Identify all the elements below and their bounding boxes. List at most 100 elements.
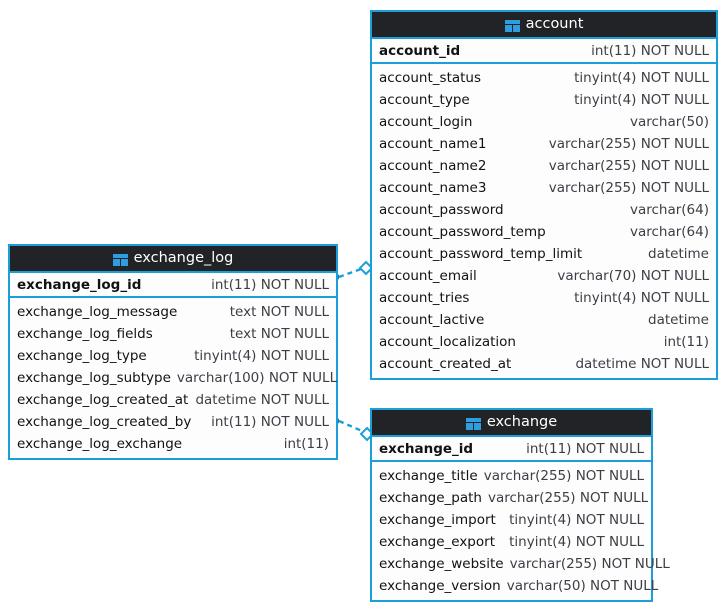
relationship-line [338,267,362,279]
column-name: account_localization [379,334,516,350]
column-name: account_password_temp_limit [379,246,583,262]
column-name: account_name1 [379,136,487,152]
column-name: exchange_log_exchange [17,436,183,452]
column-type: int(11) NOT NULL [526,440,644,457]
entity-header-account: account [372,12,716,39]
field-row[interactable]: account_localization int(11) [372,331,716,353]
table-icon [465,417,481,430]
field-row[interactable]: account_password varchar(64) [372,199,716,221]
field-row[interactable]: account_password_temp varchar(64) [372,221,716,243]
column-type: varchar(64) [629,224,709,240]
entity-table-account[interactable]: account account_id int(11) NOT NULL acco… [370,10,718,380]
field-row[interactable]: exchange_website varchar(255) NOT NULL [372,553,670,575]
entity-header-exchange: exchange [372,410,651,437]
table-icon [504,19,520,32]
column-type: int(11) [663,334,709,350]
column-type: datetime [648,246,709,262]
column-type: text NOT NULL [229,304,329,320]
column-type: varchar(50) NOT NULL [506,578,659,594]
table-icon [112,253,128,266]
column-name: account_tries [379,290,470,306]
column-type: varchar(255) NOT NULL [483,468,644,484]
field-row[interactable]: exchange_log_exchange int(11) [10,433,336,455]
entity-table-exchange-log[interactable]: exchange_log exchange_log_id int(11) NOT… [8,244,338,460]
column-name: exchange_log_type [17,348,147,364]
column-type: int(11) NOT NULL [211,414,329,430]
field-row[interactable]: exchange_log_type tinyint(4) NOT NULL [10,345,336,367]
column-type: datetime [648,312,709,328]
column-type: tinyint(4) NOT NULL [509,534,644,550]
column-name: exchange_title [379,468,478,484]
column-name: exchange_id [379,440,474,457]
column-type: tinyint(4) NOT NULL [194,348,329,364]
column-name: exchange_website [379,556,504,572]
field-row[interactable]: exchange_log_created_at datetime NOT NULL [10,389,336,411]
column-name: account_created_at [379,356,512,372]
primary-key-row[interactable]: exchange_id int(11) NOT NULL [372,437,651,462]
entity-name: account [525,16,584,33]
field-row[interactable]: account_login varchar(50) [372,111,716,133]
field-row[interactable]: account_name3 varchar(255) NOT NULL [372,177,716,199]
primary-key-row[interactable]: exchange_log_id int(11) NOT NULL [10,273,336,298]
field-row[interactable]: exchange_path varchar(255) NOT NULL [372,487,651,509]
column-type: varchar(255) NOT NULL [548,136,709,152]
column-name: account_id [379,42,461,59]
field-row[interactable]: account_name1 varchar(255) NOT NULL [372,133,716,155]
relationship-line [338,419,363,433]
column-type: tinyint(4) NOT NULL [509,512,644,528]
column-name: exchange_log_created_by [17,414,192,430]
column-name: account_name2 [379,158,487,174]
column-type: varchar(50) [629,114,709,130]
column-name: account_type [379,92,470,108]
primary-key-row[interactable]: account_id int(11) NOT NULL [372,39,716,64]
column-type: varchar(64) [629,202,709,218]
field-row[interactable]: exchange_log_subtype varchar(100) NOT NUL… [10,367,338,389]
field-list: exchange_log_message text NOT NULL exchan… [10,298,338,458]
column-name: account_password [379,202,504,218]
column-type: int(11) [283,436,329,452]
column-name: exchange_import [379,512,496,528]
field-row[interactable]: exchange_version varchar(50) NOT NULL [372,575,658,597]
column-name: exchange_path [379,490,482,506]
column-type: varchar(255) NOT NULL [548,180,709,196]
column-type: int(11) NOT NULL [211,276,329,293]
field-row[interactable]: account_status tinyint(4) NOT NULL [372,67,716,89]
column-name: exchange_version [379,578,501,594]
column-type: varchar(255) NOT NULL [509,556,670,572]
field-row[interactable]: account_type tinyint(4) NOT NULL [372,89,716,111]
column-name: account_status [379,70,482,86]
column-name: exchange_export [379,534,495,550]
field-row[interactable]: account_created_at datetime NOT NULL [372,353,716,375]
column-name: exchange_log_created_at [17,392,189,408]
entity-header-exchange-log: exchange_log [10,246,336,273]
column-name: exchange_log_fields [17,326,153,342]
column-name: account_password_temp [379,224,546,240]
field-list: account_status tinyint(4) NOT NULL accoun… [372,64,716,378]
field-row[interactable]: exchange_export tinyint(4) NOT NULL [372,531,651,553]
column-name: exchange_log_id [17,276,142,293]
field-row[interactable]: account_lactive datetime [372,309,716,331]
field-row[interactable]: exchange_import tinyint(4) NOT NULL [372,509,651,531]
column-name: exchange_log_message [17,304,178,320]
column-name: account_login [379,114,473,130]
entity-table-exchange[interactable]: exchange exchange_id int(11) NOT NULL ex… [370,408,670,602]
column-type: varchar(255) NOT NULL [487,490,649,506]
column-type: varchar(70) NOT NULL [557,268,709,284]
field-row[interactable]: exchange_title varchar(255) NOT NULL [372,465,651,487]
column-type: varchar(100) NOT NULL [176,370,338,386]
column-name: exchange_log_subtype [17,370,171,386]
field-row[interactable]: exchange_log_created_by int(11) NOT NULL [10,411,336,433]
column-type: datetime NOT NULL [195,392,329,408]
column-type: tinyint(4) NOT NULL [574,70,709,86]
field-row[interactable]: account_password_temp_limit datetime [372,243,716,265]
column-name: account_lactive [379,312,485,328]
column-name: account_name3 [379,180,487,196]
field-row[interactable]: exchange_log_message text NOT NULL [10,301,336,323]
column-type: tinyint(4) NOT NULL [574,92,709,108]
column-type: datetime NOT NULL [575,356,709,372]
